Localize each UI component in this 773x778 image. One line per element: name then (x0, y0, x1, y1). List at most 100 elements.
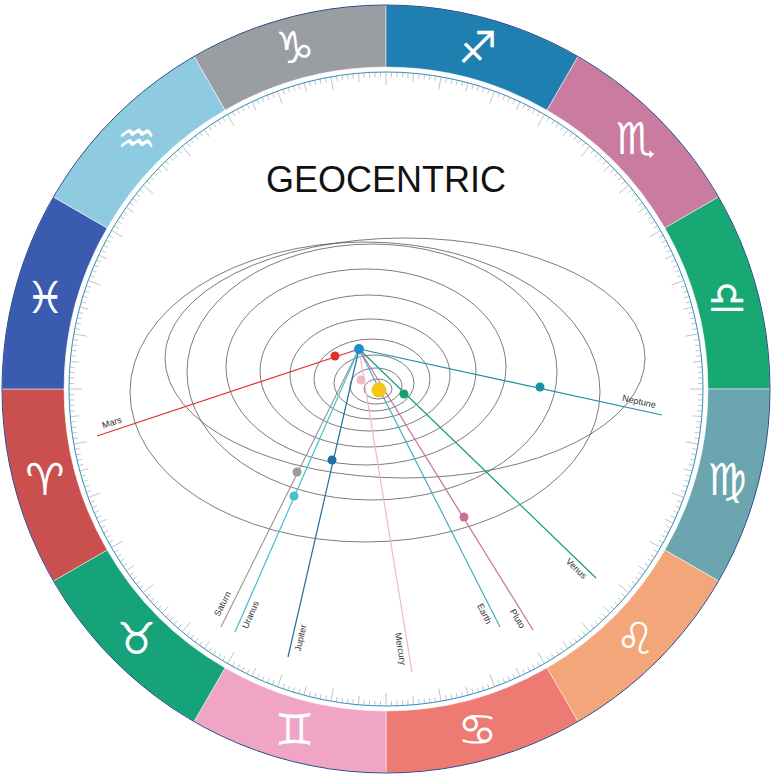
degree-tick (209, 126, 212, 130)
degree-tick (618, 598, 622, 601)
degree-tick (262, 676, 264, 681)
degree-tick (74, 442, 87, 444)
degree-tick (659, 540, 663, 542)
degree-tick (283, 89, 285, 94)
degree-tick (698, 405, 703, 406)
degree-tick (528, 107, 530, 111)
degree-tick (358, 696, 360, 705)
degree-tick (140, 190, 144, 193)
degree-tick (621, 181, 625, 184)
degree-tick (418, 74, 420, 79)
degree-tick (653, 226, 657, 229)
degree-tick (76, 323, 81, 324)
sight-line (221, 349, 359, 627)
zodiac-band (2, 5, 770, 773)
degree-tick (610, 606, 614, 609)
degree-tick (556, 651, 559, 655)
degree-tick (69, 372, 74, 373)
degree-tick (391, 72, 392, 77)
degree-tick (645, 563, 649, 566)
degree-tick (664, 531, 668, 533)
degree-tick (665, 255, 673, 259)
degree-tick (681, 286, 686, 288)
degree-tick (603, 613, 606, 617)
degree-tick (331, 77, 333, 90)
degree-tick (638, 203, 642, 206)
sight-lines (97, 349, 662, 672)
degree-tick (461, 81, 462, 86)
degree-tick (672, 493, 684, 497)
degree-tick (482, 88, 484, 93)
degree-tick (325, 78, 327, 83)
degree-tick (599, 157, 602, 161)
degree-tick (380, 72, 381, 77)
degree-tick (412, 696, 414, 705)
degree-tick (638, 207, 645, 212)
degree-tick (120, 559, 124, 562)
degree-tick (347, 74, 349, 79)
degree-tick (456, 693, 457, 698)
degree-tick (83, 296, 88, 297)
degree-tick (684, 469, 693, 471)
degree-tick (174, 621, 177, 625)
degree-tick (71, 427, 76, 429)
sight-line (359, 349, 412, 672)
degree-tick (70, 415, 79, 417)
degree-tick (698, 394, 703, 395)
degree-tick (666, 526, 670, 528)
sight-line (235, 349, 359, 632)
degree-tick (698, 372, 703, 373)
degree-tick (70, 410, 75, 411)
degree-tick (70, 366, 75, 367)
degree-tick (299, 689, 300, 694)
degree-tick (320, 694, 321, 699)
degree-tick (523, 104, 525, 108)
degree-tick (429, 75, 431, 80)
degree-tick (77, 318, 82, 319)
degree-tick (391, 701, 392, 706)
planet-label: Jupiter (293, 624, 308, 652)
degree-tick (106, 240, 110, 242)
degree-tick (665, 519, 673, 523)
degree-tick (671, 260, 676, 262)
degree-tick (166, 613, 169, 617)
degree-tick (692, 328, 697, 330)
degree-tick (140, 585, 144, 588)
degree-tick (369, 72, 370, 77)
degree-tick (595, 153, 598, 157)
degree-tick (325, 695, 327, 700)
degree-tick (424, 74, 426, 79)
degree-tick (267, 95, 269, 100)
degree-tick (272, 680, 274, 685)
zodiac-sign: ♋ (458, 708, 497, 752)
degree-tick (78, 312, 83, 313)
degree-tick (439, 77, 441, 90)
degree-tick (686, 475, 691, 476)
degree-tick (574, 638, 577, 642)
degree-tick (341, 75, 343, 80)
degree-tick (532, 664, 534, 668)
degree-tick (187, 631, 190, 635)
degree-tick (154, 602, 158, 605)
degree-tick (72, 344, 77, 346)
degree-tick (673, 265, 678, 267)
degree-tick (696, 421, 701, 423)
degree-tick (503, 678, 505, 683)
degree-tick (223, 656, 226, 660)
degree-tick (661, 240, 665, 242)
degree-tick (628, 585, 632, 588)
degree-tick (358, 73, 360, 82)
degree-tick (182, 622, 190, 632)
degree-tick (80, 469, 89, 471)
degree-tick (696, 355, 701, 357)
degree-tick (315, 80, 316, 85)
degree-tick (272, 93, 274, 98)
degree-tick (648, 559, 652, 562)
degree-tick (386, 72, 387, 85)
degree-tick (659, 235, 663, 237)
planet-label: Uranus (241, 599, 261, 629)
degree-tick (563, 641, 568, 648)
sight-line (97, 349, 359, 436)
orbit-group (130, 238, 645, 542)
degree-tick (69, 383, 74, 384)
